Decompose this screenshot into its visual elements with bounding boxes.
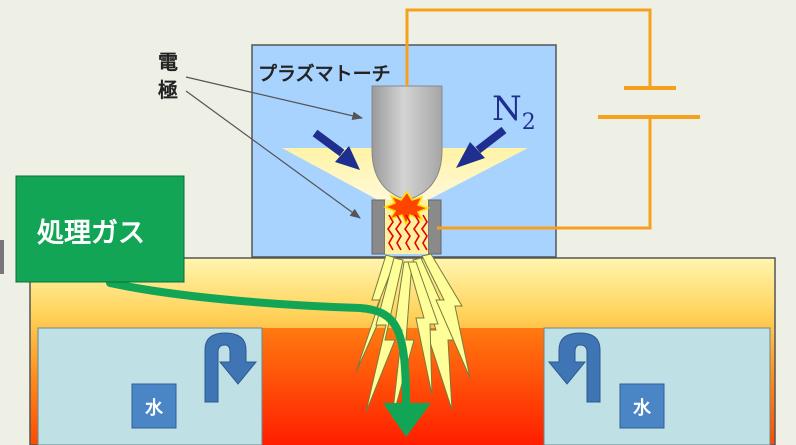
- process-gas-label: 処理ガス: [37, 217, 145, 249]
- water-label-left: 水: [145, 397, 164, 419]
- electrode-pointer-1: [185, 76, 364, 121]
- power-wire-top: [405, 8, 652, 86]
- electrode-pointer-2: [185, 90, 361, 219]
- water-label-right: 水: [633, 397, 652, 419]
- n2-arrow-right-icon: [456, 126, 507, 168]
- anode-nozzle-left: [371, 199, 386, 255]
- water-flow-right-icon: [547, 332, 601, 403]
- electrode-label-line2: 極: [157, 78, 178, 102]
- plasma-torch-body: [371, 85, 443, 201]
- n2-arrow-left-icon: [312, 129, 360, 170]
- power-wire-bottom: [437, 117, 652, 230]
- water-flow-left-icon: [204, 332, 258, 403]
- left-edge-mark: [0, 240, 4, 274]
- process-gas-arrowhead: [383, 403, 431, 437]
- plasma-torch-label: プラズマトーチ: [258, 62, 391, 85]
- process-gas-flow: [106, 279, 410, 409]
- process-gas-label-box: [15, 175, 185, 283]
- arc-discharge-lines: [387, 214, 428, 251]
- n2-label: N2: [492, 89, 536, 135]
- electrode-label-line1: 電: [158, 50, 178, 74]
- water-box-right: [619, 383, 665, 429]
- arc-spark-icon: [382, 190, 431, 226]
- water-box-left: [131, 383, 177, 429]
